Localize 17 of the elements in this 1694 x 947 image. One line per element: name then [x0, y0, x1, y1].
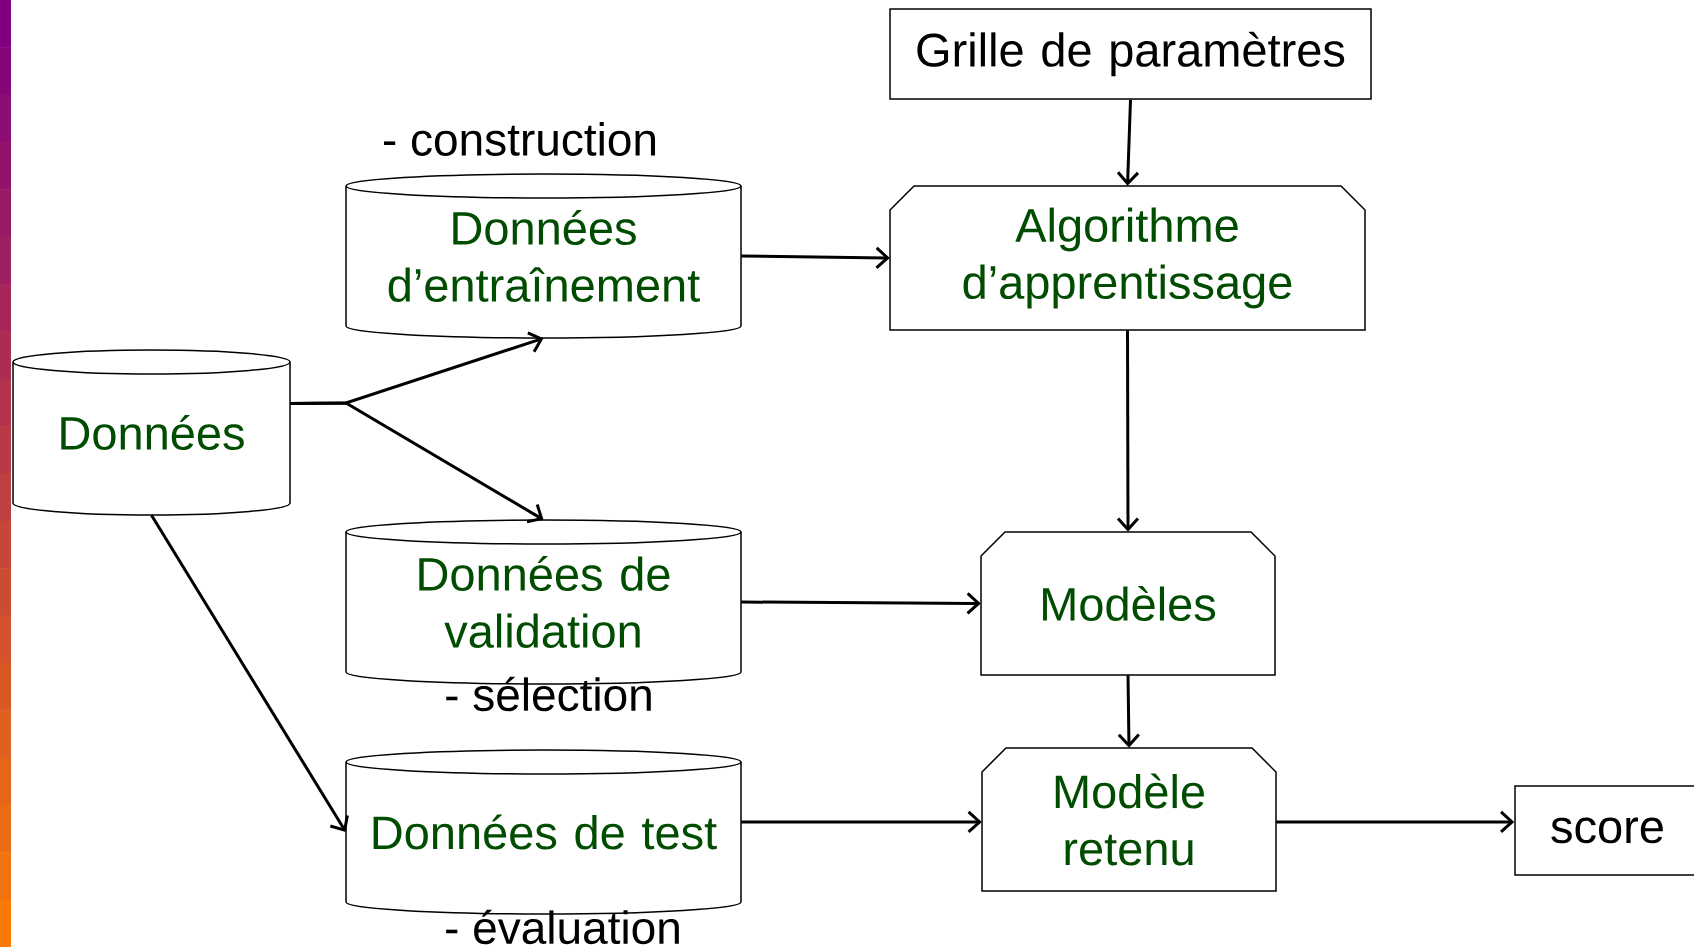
process-box: Grille de paramètres	[889, 8, 1372, 100]
arrow	[290, 401, 544, 524]
arrow	[741, 592, 981, 615]
process-box: Algorithme d’apprentissage	[889, 185, 1366, 331]
arrow	[1276, 810, 1515, 834]
database-cylinder: Données d’entraînement	[345, 173, 742, 339]
process-box: Modèle retenu	[981, 747, 1277, 892]
process-box: Modèles	[980, 531, 1276, 676]
arrow	[150, 514, 349, 832]
arrow	[1116, 330, 1140, 532]
arrow	[1117, 675, 1140, 748]
arrow	[741, 246, 890, 269]
process-box: score	[1514, 785, 1694, 876]
caption-text: - construction	[384, 122, 655, 156]
arrow	[741, 810, 982, 834]
arrow	[1116, 99, 1140, 186]
database-cylinder: Données	[12, 349, 291, 516]
